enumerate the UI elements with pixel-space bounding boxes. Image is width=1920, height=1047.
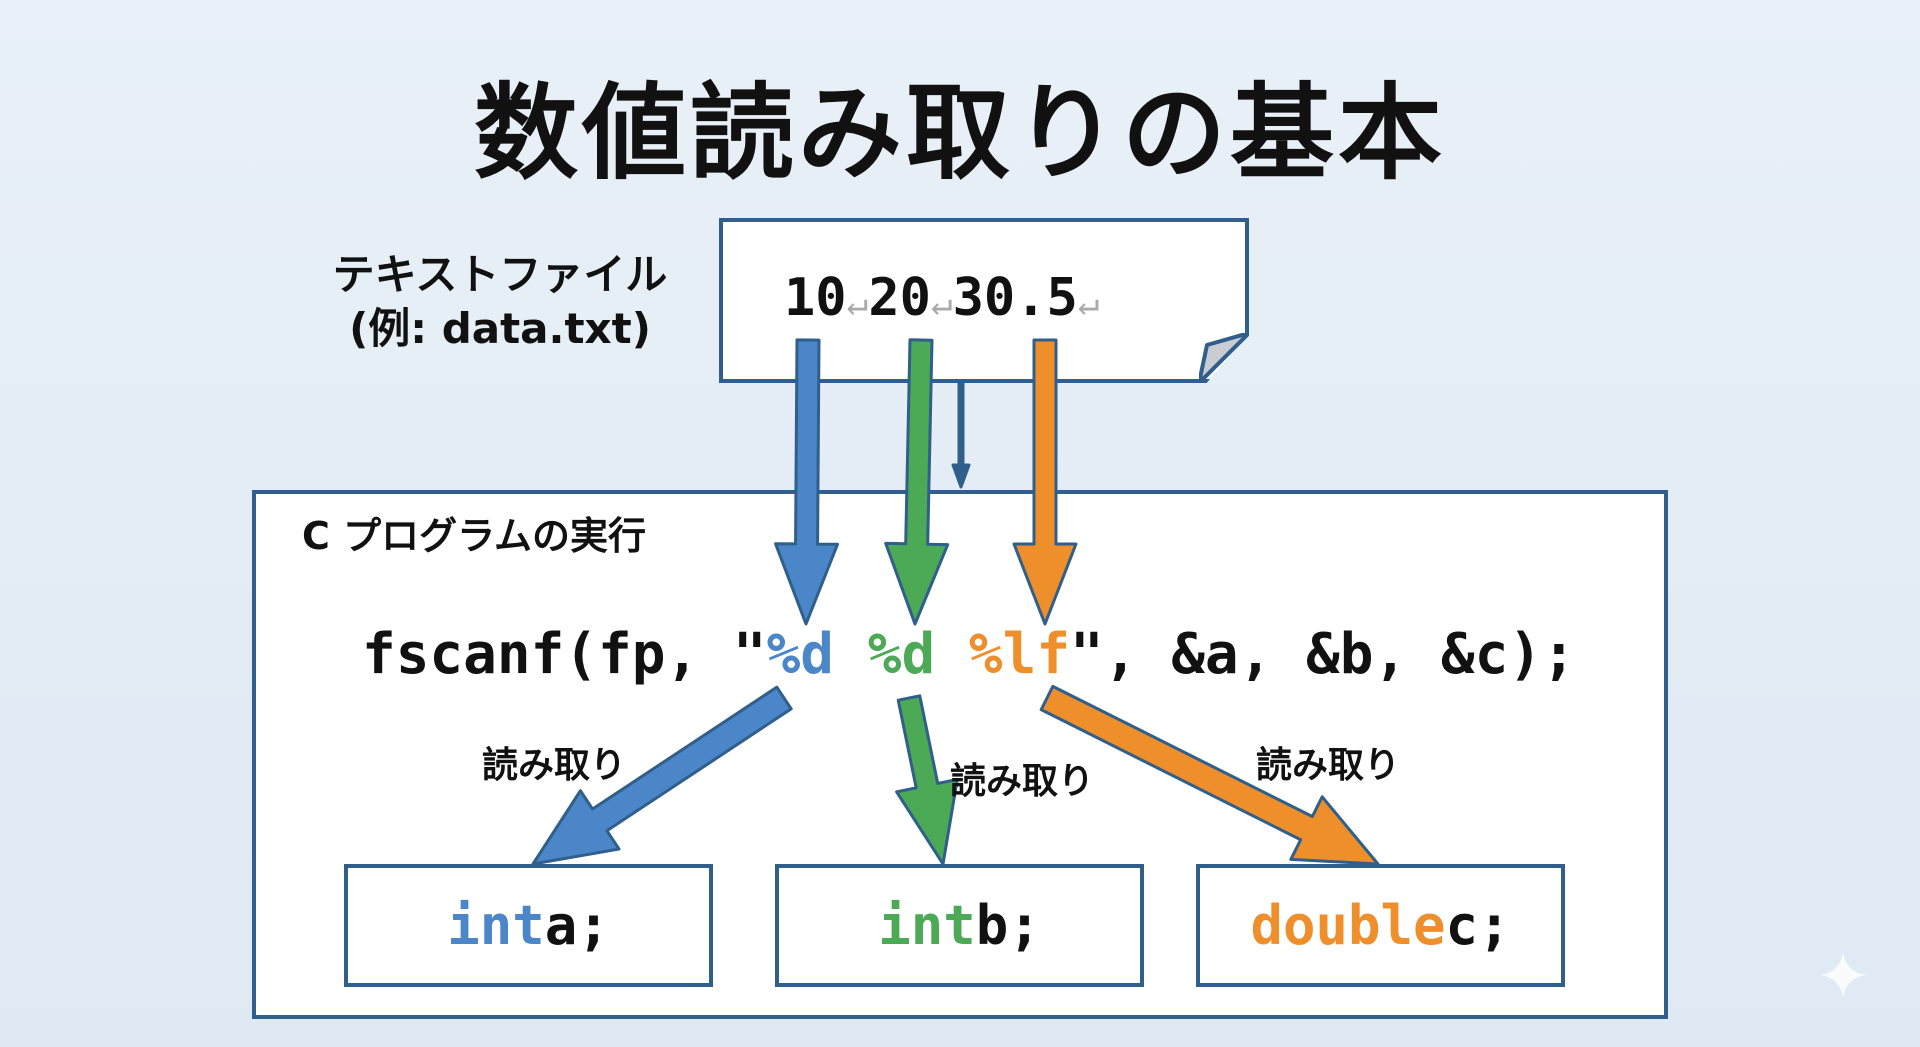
- fscanf-code: fscanf(fp, "%d %d %lf", &a, &b, &c);: [362, 622, 1576, 687]
- page-fold-icon: [1199, 333, 1249, 383]
- variable-box-a: int a;: [344, 864, 713, 987]
- file-value: 20: [868, 268, 931, 328]
- var-type: int: [878, 894, 976, 957]
- file-content: 10↵20↵30.5↵: [784, 268, 1100, 328]
- format-spec-1: %d: [766, 622, 835, 687]
- var-name: c;: [1445, 894, 1511, 957]
- read-label-b: 読み取り: [950, 761, 1095, 802]
- code-prefix: fscanf(fp, ": [362, 622, 767, 687]
- newline-icon: ↵: [930, 283, 953, 324]
- text-file-label-line2: (例: data.txt): [349, 304, 651, 353]
- arrow-to-b: [895, 694, 959, 866]
- text-file-label-line1: テキストファイル: [332, 250, 668, 299]
- var-name: a;: [544, 894, 610, 957]
- format-spec-3: %lf: [968, 622, 1071, 687]
- program-label: C プログラムの実行: [302, 514, 646, 558]
- page-title: 数値読み取りの基本: [473, 72, 1446, 194]
- arrow-value-20: [884, 338, 950, 626]
- newline-icon: ↵: [1077, 283, 1100, 324]
- text-file-label: テキストファイル (例: data.txt): [300, 248, 700, 356]
- file-value: 30.5: [952, 268, 1078, 328]
- arrow-value-10: [774, 338, 840, 626]
- arrow-to-c: [1039, 684, 1380, 866]
- var-type: double: [1250, 894, 1446, 957]
- sparkle-icon: [1820, 952, 1866, 998]
- arrow-value-30-5: [1012, 338, 1078, 626]
- format-spec-2: %d: [867, 622, 936, 687]
- variable-box-c: double c;: [1196, 864, 1565, 987]
- code-suffix: ", &a, &b, &c);: [1070, 622, 1576, 687]
- var-type: int: [447, 894, 545, 957]
- variable-box-b: int b;: [775, 864, 1144, 987]
- var-name: b;: [975, 894, 1041, 957]
- file-value: 10: [784, 268, 847, 328]
- flow-arrow-icon: [951, 381, 971, 489]
- read-label-a: 読み取り: [482, 745, 627, 786]
- arrow-to-a: [531, 685, 793, 866]
- newline-icon: ↵: [846, 283, 869, 324]
- read-label-c: 読み取り: [1256, 745, 1401, 786]
